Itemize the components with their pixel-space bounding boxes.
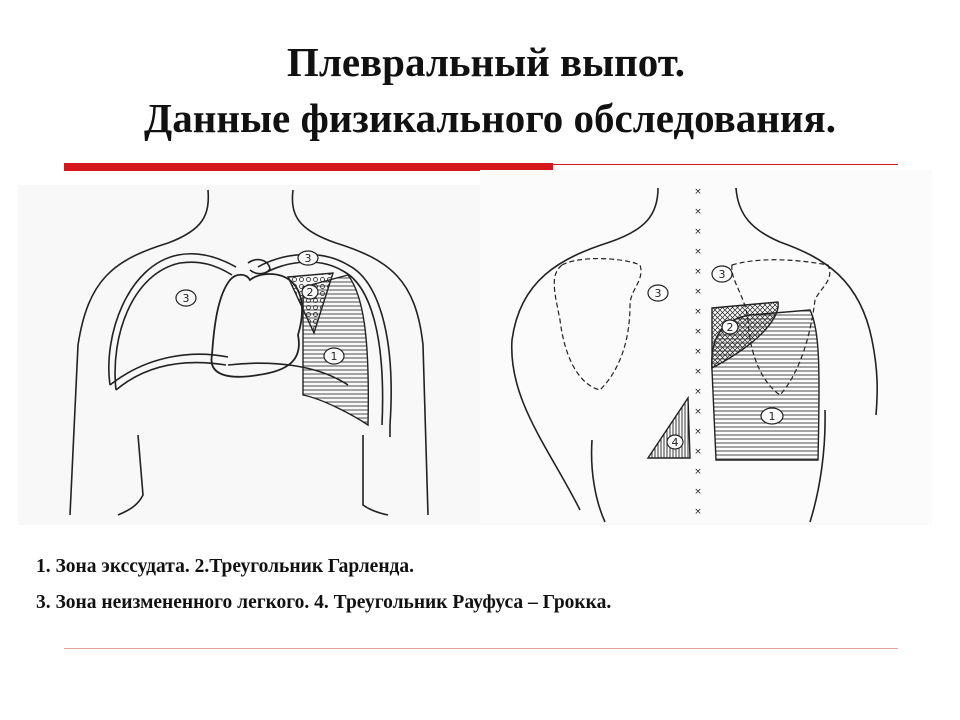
svg-text:×: × — [694, 407, 702, 417]
front-chest-drawing: 3 3 2 1 — [18, 185, 480, 525]
back-label-2: 2 — [727, 321, 734, 334]
front-label-2: 2 — [307, 286, 314, 299]
title-underline-red — [64, 163, 553, 171]
svg-text:×: × — [694, 507, 702, 517]
back-chest-svg: × × × × × × × × × × × × × × × × × 3 3 2 — [511, 187, 878, 523]
front-label-3b: 3 — [305, 252, 312, 265]
svg-text:×: × — [694, 467, 702, 477]
svg-text:×: × — [694, 347, 702, 357]
back-label-3a: 3 — [655, 287, 662, 300]
front-chest-svg: 3 3 2 1 — [69, 189, 429, 516]
back-label-3b: 3 — [719, 268, 726, 281]
svg-text:×: × — [694, 187, 702, 197]
svg-text:×: × — [694, 307, 702, 317]
caption-line2: 3. Зона неизмененного легкого. 4. Треуго… — [36, 592, 612, 613]
back-label-4: 4 — [672, 436, 679, 449]
bottom-divider — [64, 648, 898, 649]
front-label-3a: 3 — [183, 292, 190, 305]
svg-text:×: × — [694, 207, 702, 217]
front-label-1: 1 — [331, 350, 338, 363]
back-chest-drawing: × × × × × × × × × × × × × × × × × 3 3 2 — [480, 170, 932, 525]
svg-text:×: × — [694, 427, 702, 437]
back-label-1: 1 — [769, 410, 776, 423]
caption-line1: 1. Зона экссудата. 2.Треугольник Гарленд… — [36, 556, 415, 577]
title-underline-thin — [553, 164, 898, 165]
slide-title-line1: Плевральный выпот. — [286, 39, 686, 85]
front-garland-triangle — [286, 272, 334, 335]
svg-text:×: × — [694, 447, 702, 457]
svg-text:×: × — [694, 287, 702, 297]
svg-text:×: × — [694, 227, 702, 237]
slide-title-line2: Данные физикального обследования. — [144, 95, 836, 141]
svg-text:×: × — [694, 247, 702, 257]
svg-text:×: × — [694, 487, 702, 497]
rauchfuss-grocco-triangle — [646, 395, 691, 459]
svg-text:×: × — [694, 387, 702, 397]
back-garland-triangle — [711, 301, 779, 370]
svg-text:×: × — [694, 327, 702, 337]
svg-text:×: × — [694, 367, 702, 377]
svg-text:×: × — [694, 267, 702, 277]
